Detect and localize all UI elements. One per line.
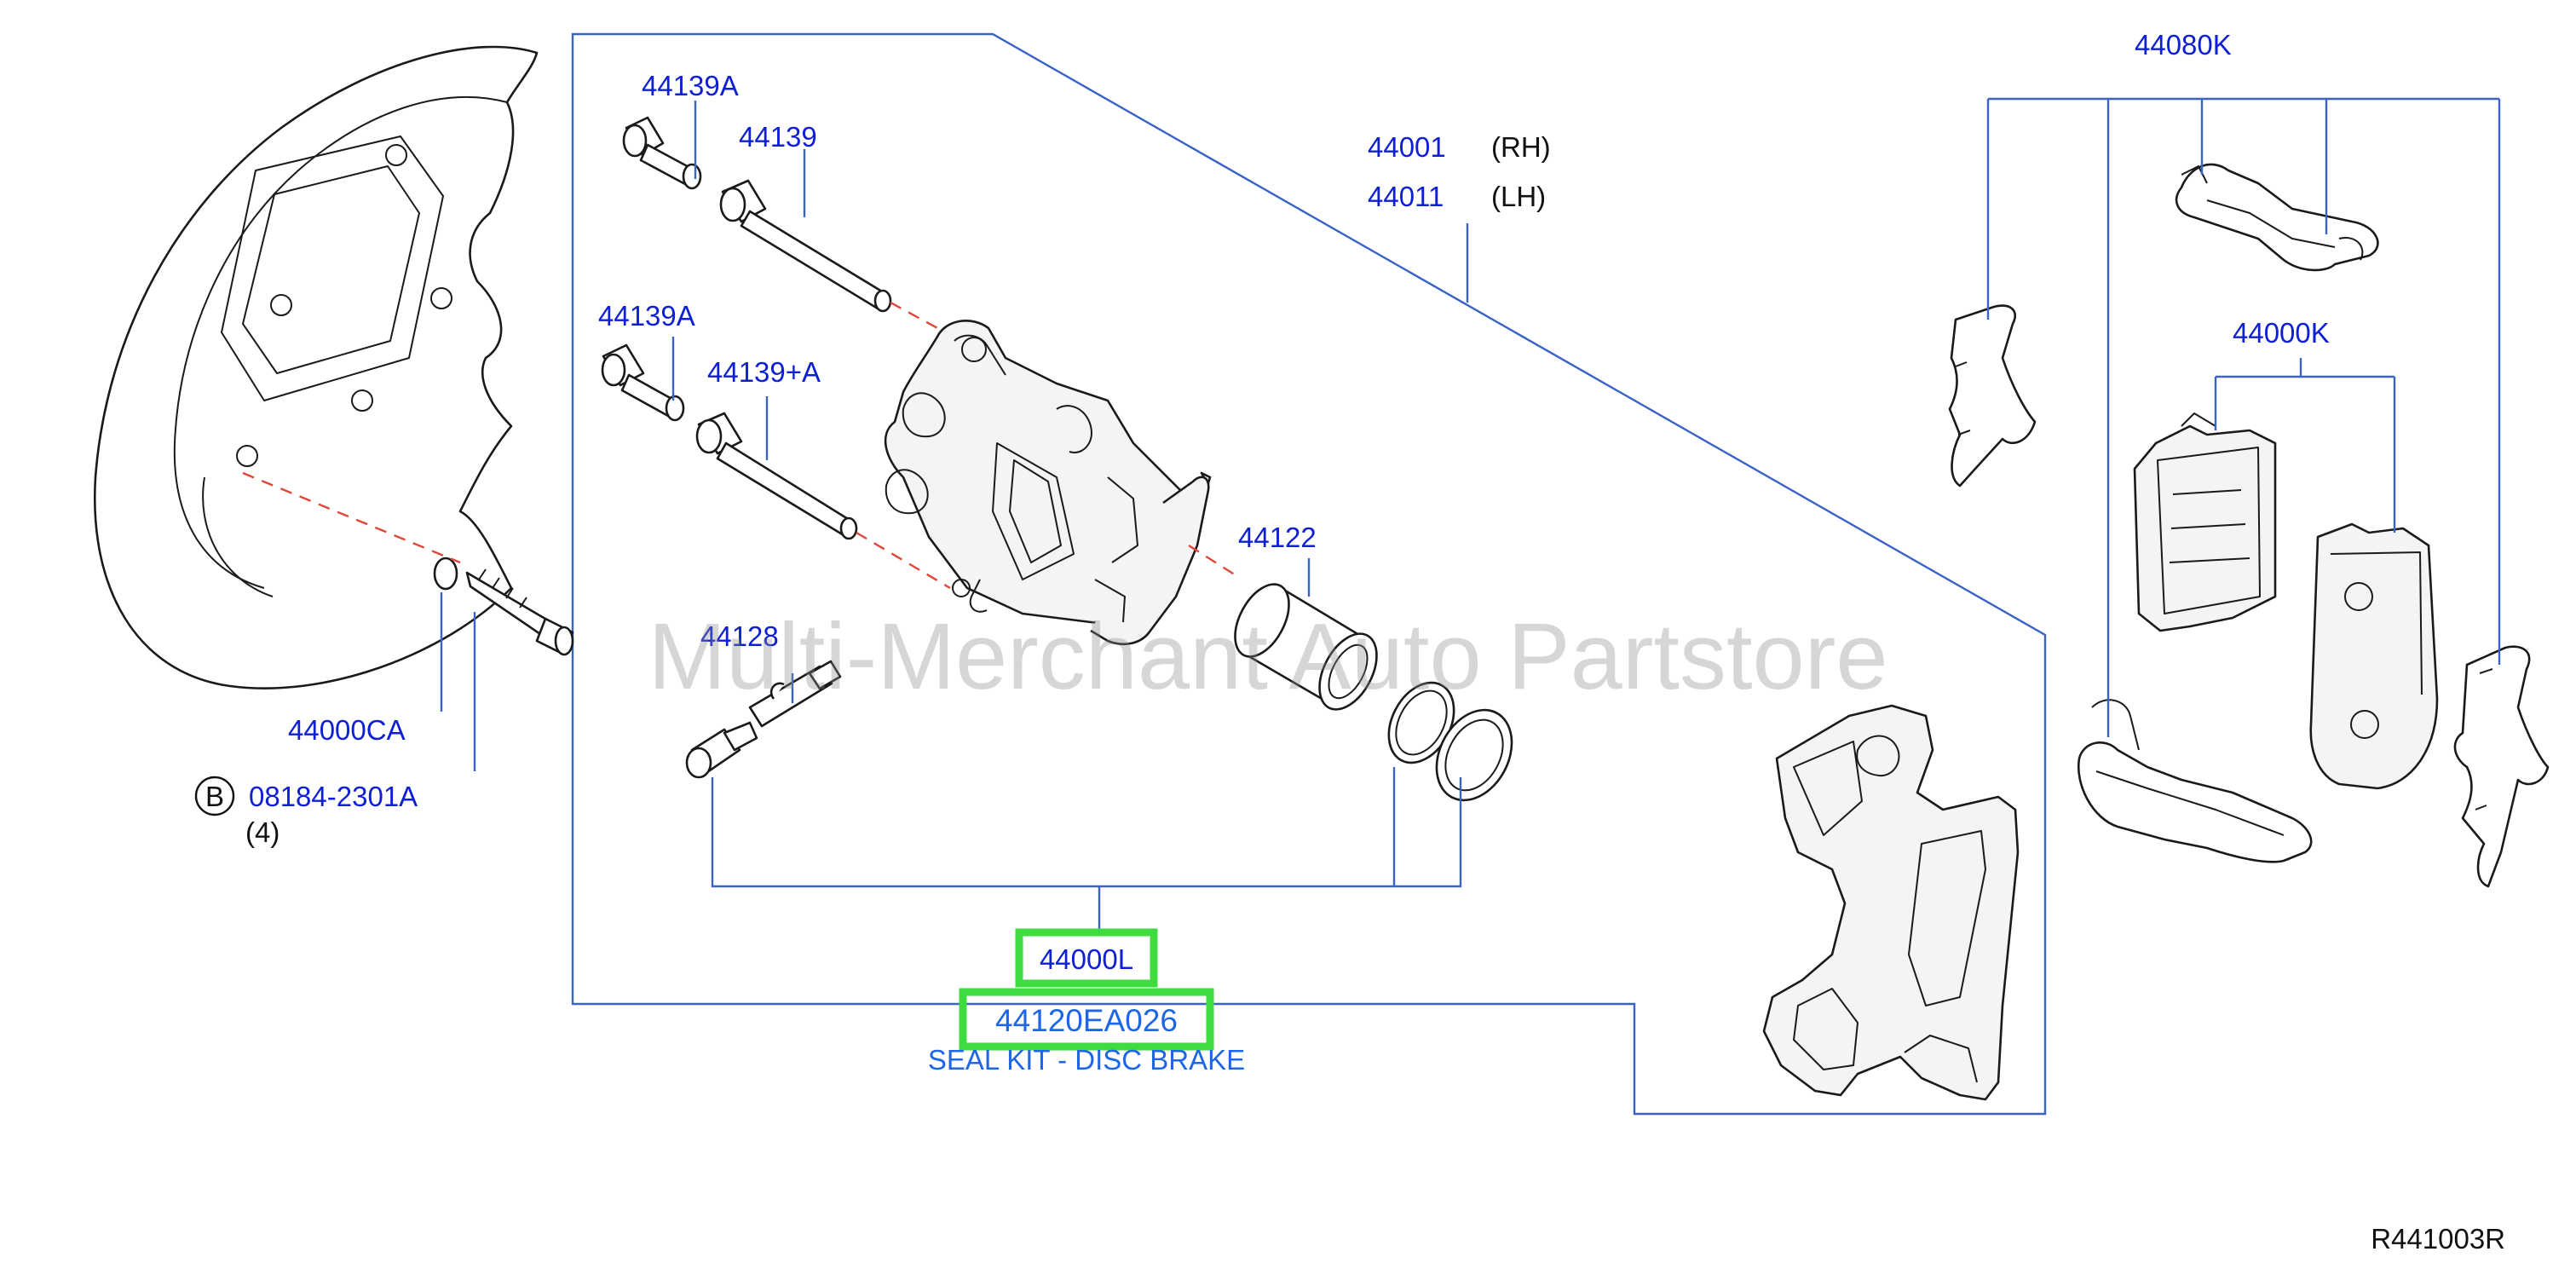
label-44139A-top[interactable]: 44139A [642,70,739,101]
pin-44139-plus-A-drawing [695,412,858,540]
piston-alignment-line [1188,544,1236,577]
label-seal-kit-part-number[interactable]: 44120EA026 [995,1003,1178,1038]
store-watermark: Multi-Merchant Auto Partstore [648,604,1887,709]
label-44000K[interactable]: 44000K [2233,317,2330,349]
pad-retainer-clip-top-drawing [2175,163,2379,272]
label-44000CA[interactable]: 44000CA [288,714,406,746]
label-bolt-quantity: (4) [245,816,279,848]
anti-rattle-shim-left-drawing [1948,304,2037,487]
caliper-bracket-drawing [1762,704,2020,1101]
label-44139[interactable]: 44139 [739,121,817,153]
label-44122[interactable]: 44122 [1238,522,1317,553]
label-44011[interactable]: 44011 [1368,181,1444,212]
label-44080K[interactable]: 44080K [2135,29,2232,61]
bleeder-44128-drawing [748,660,842,728]
lower-pin-alignment-line [856,531,951,590]
label-lh-side: (LH) [1491,181,1546,212]
backing-plate-bolt-alignment-line [242,471,461,564]
seal-kit-part-number-highlight [959,988,1214,1051]
brake-pad-inner-drawing [2133,412,2277,632]
caliper-assembly-frame [571,32,2047,1116]
anti-rattle-shim-right-drawing [2453,645,2550,888]
label-rh-side: (RH) [1491,131,1551,163]
label-seal-kit-name: SEAL KIT - DISC BRAKE [928,1044,1245,1076]
label-44001[interactable]: 44001 [1368,131,1446,163]
label-44000L[interactable]: 44000L [1040,943,1133,975]
bolt-08184-drawing [433,557,574,656]
bolt-badge-letter: B [205,781,224,812]
piston-44122-drawing [1234,583,1378,711]
seal-kit-44000L-highlight [1015,928,1158,988]
bleeder-cap-drawing [685,721,758,779]
dust-boot-ring-drawing [1435,708,1513,802]
bolt-badge-circle [194,776,235,816]
label-44139A-mid[interactable]: 44139A [598,300,695,332]
label-08184-2301A[interactable]: 08184-2301A [249,781,418,812]
leader-lines [440,97,2501,933]
label-44139-plus-A[interactable]: 44139+A [707,356,821,388]
seal-kit-callouts: 44000L 44120EA026 SEAL KIT - DISC BRAKE [928,928,1245,1076]
label-44128[interactable]: 44128 [700,620,779,652]
caliper-body-drawing [884,320,1212,645]
brake-pad-outer-drawing [2309,522,2439,790]
backing-plate-drawing [93,45,539,689]
pin-44139-drawing [719,179,892,313]
pad-retainer-clip-bottom-drawing [2077,699,2313,863]
bolt-44139A-top-drawing [622,116,702,190]
diagram-reference-code: R441003R [2371,1223,2505,1255]
bolt-44139A-mid-drawing [601,343,685,422]
callout-labels: 44139A 44139 44139A 44139+A 44128 44122 … [194,29,2330,848]
